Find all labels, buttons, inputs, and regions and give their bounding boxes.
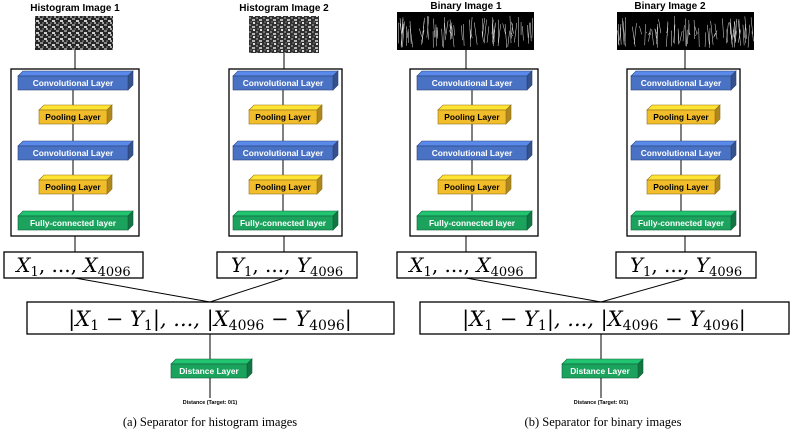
difference-vector-box-b	[419, 301, 790, 335]
distance-layer-a: Distance Layer	[170, 358, 253, 379]
distance-layer-a-label: Distance Layer	[179, 366, 239, 376]
stackA2-fc-layer-label: Fully-connected layer	[240, 218, 327, 228]
stackB1-pool-layer-1-label: Pooling Layer	[444, 112, 500, 122]
difference-vector-label: |X1 − Y1|, ..., |X4096 − Y4096|	[68, 307, 352, 334]
stackA1-conv-layer-2: Convolutional Layer	[17, 140, 134, 161]
vector-x-label: X1, ..., X4096	[14, 253, 130, 280]
stackB2-pool-layer-1-label: Pooling Layer	[653, 112, 709, 122]
stackA2-conv-layer-2-label: Convolutional Layer	[243, 148, 324, 158]
caption-a: (a) Separator for histogram images	[123, 415, 297, 429]
stackB2-pool-layer-2: Pooling Layer	[646, 174, 721, 195]
vector-x-box	[3, 251, 144, 279]
stackB2-conv-layer-1-label: Convolutional Layer	[641, 78, 722, 88]
stackB1-pool-layer-2-label: Pooling Layer	[444, 182, 500, 192]
stackB1-conv-layer-2-label: Convolutional Layer	[432, 148, 513, 158]
stackA1-conv-layer-1: Convolutional Layer	[17, 70, 134, 91]
stackA1-conv-layer-1-label: Convolutional Layer	[33, 78, 114, 88]
stackA1-pool-layer-1-label: Pooling Layer	[45, 112, 101, 122]
stackB2-pool-layer-2-label: Pooling Layer	[653, 182, 709, 192]
stackA1-fc-layer-label: Fully-connected layer	[30, 218, 117, 228]
difference-vector-box	[26, 301, 395, 335]
stackB2-fc-layer-label: Fully-connected layer	[638, 218, 725, 228]
caption-b: (b) Separator for binary images	[525, 415, 682, 429]
binary-image-2-strokes	[617, 16, 754, 48]
stackB1-conv-layer-1-label: Convolutional Layer	[432, 78, 513, 88]
vector-y-label-b: Y1, ..., Y4096	[630, 253, 742, 280]
stackA1-pool-layer-2-label: Pooling Layer	[45, 182, 101, 192]
stackA2-pool-layer-1: Pooling Layer	[248, 104, 323, 125]
histogram-image-1	[35, 16, 113, 50]
stackA1-fc-layer: Fully-connected layer	[17, 210, 134, 231]
vector-x-label-b: X1, ..., X4096	[407, 253, 523, 280]
stackB2-conv-layer-1: Convolutional Layer	[630, 70, 737, 91]
stackA2-pool-layer-2-label: Pooling Layer	[255, 182, 311, 192]
stackB1-fc-layer: Fully-connected layer	[416, 210, 533, 231]
stackB1-conv-layer-1: Convolutional Layer	[416, 70, 533, 91]
histogram-image-2	[249, 16, 319, 53]
histogram-image-2-title: Histogram Image 2	[239, 3, 329, 14]
stackA2-fc-layer: Fully-connected layer	[232, 210, 339, 231]
stackB1-pool-layer-1: Pooling Layer	[437, 104, 512, 125]
vector-y-box	[216, 251, 358, 279]
stackB1-fc-layer-label: Fully-connected layer	[429, 218, 516, 228]
stackA2-pool-layer-2: Pooling Layer	[248, 174, 323, 195]
stackA1-conv-layer-2-label: Convolutional Layer	[33, 148, 114, 158]
stackB2-pool-layer-1: Pooling Layer	[646, 104, 721, 125]
stackB2-conv-layer-2-label: Convolutional Layer	[641, 148, 722, 158]
stackA2-pool-layer-1-label: Pooling Layer	[255, 112, 311, 122]
panel-a: Histogram Image 1 Histogram Image 2 Conv…	[3, 3, 395, 429]
difference-vector-label-b: |X1 − Y1|, ..., |X4096 − Y4096|	[462, 307, 746, 334]
stackA2-conv-layer-2: Convolutional Layer	[232, 140, 339, 161]
distance-target-label: Distance (Target: 0/1)	[183, 400, 238, 406]
stackB1-conv-layer-2: Convolutional Layer	[416, 140, 533, 161]
histogram-image-1-title: Histogram Image 1	[30, 3, 120, 14]
vector-y-label: Y1, ..., Y4096	[231, 253, 343, 280]
stackB2-conv-layer-2: Convolutional Layer	[630, 140, 737, 161]
stackA2-conv-layer-1: Convolutional Layer	[232, 70, 339, 91]
binary-image-1-strokes	[398, 15, 533, 48]
stackB1-pool-layer-2: Pooling Layer	[437, 174, 512, 195]
binary-image-1-title: Binary Image 1	[430, 1, 502, 12]
stackB2-fc-layer: Fully-connected layer	[630, 210, 737, 231]
stackA1-pool-layer-1: Pooling Layer	[38, 104, 113, 125]
binary-image-2-title: Binary Image 2	[634, 1, 706, 12]
panel-b: Binary Image 1 Binary Image 2 Convolutio…	[396, 1, 790, 429]
binary-image-1	[397, 12, 534, 50]
stackA1-pool-layer-2: Pooling Layer	[38, 174, 113, 195]
stackA2-conv-layer-1-label: Convolutional Layer	[243, 78, 324, 88]
distance-layer-b-label: Distance Layer	[570, 366, 630, 376]
distance-target-label-b: Distance (Target: 0/1)	[574, 400, 629, 406]
distance-layer-b: Distance Layer	[561, 358, 644, 379]
